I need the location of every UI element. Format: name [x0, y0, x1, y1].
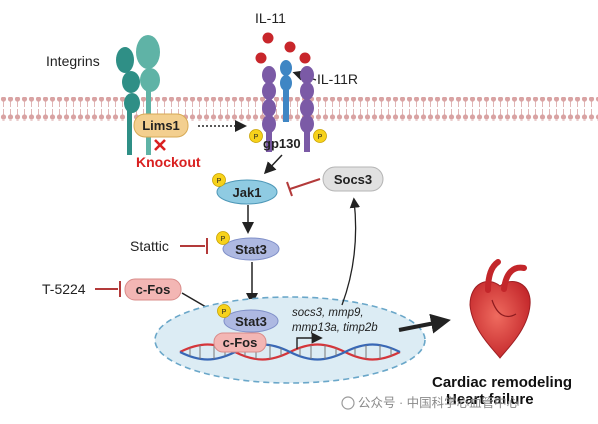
socs3-inhibition: [286, 178, 321, 197]
cfos-nuclear-node: [213, 332, 267, 353]
gp130-phospho-sites: P P: [249, 129, 327, 143]
jak1-label: Jak1: [233, 185, 262, 200]
stat3-nuclear-label: Stat3: [235, 314, 267, 329]
stat3-nuclear-node: [223, 309, 279, 333]
socs3-label: Socs3: [334, 172, 372, 187]
lims1-label: Lims1: [142, 118, 180, 133]
cfos-cytoplasm-label: c-Fos: [136, 282, 171, 297]
il11r-label: IL-11R: [317, 71, 358, 87]
svg-text:P: P: [221, 236, 226, 243]
gp130-receptor: [262, 66, 314, 152]
knockout-cross-icon: [154, 139, 166, 151]
socs3-node: [322, 166, 384, 192]
target-genes-line2: mmp13a, timp2b: [292, 322, 378, 334]
integrins-label: Integrins: [46, 53, 100, 69]
stat3-phospho: [216, 231, 230, 245]
stat3-nuclear-phospho: [217, 304, 231, 318]
transcription-start-arrow: [296, 332, 323, 349]
svg-text:P: P: [222, 309, 227, 316]
il11r-receptor: [280, 60, 292, 122]
nucleus: [154, 296, 426, 384]
watermark: 公众号 · 中国科学心血管中心: [358, 395, 520, 410]
cell-membrane: [0, 97, 598, 121]
heart-icon: [469, 259, 531, 359]
t5224-inhibition: [95, 281, 121, 297]
jak1-phospho: [212, 173, 226, 187]
svg-text:P: P: [318, 134, 323, 141]
t5224-label: T-5224: [42, 281, 86, 297]
knockout-label: Knockout: [136, 154, 201, 170]
target-genes-line1: socs3, mmp9,: [292, 307, 364, 319]
nucleus-to-heart-arrow: [398, 313, 451, 334]
lims1-node: [133, 113, 189, 138]
wechat-logo-icon: [341, 396, 355, 410]
stattic-inhibition: [180, 238, 208, 254]
cfos-nuclear-label: c-Fos: [223, 335, 258, 350]
cfos-cytoplasm-node: [124, 278, 182, 301]
socs3-feedback-arrow: [341, 197, 361, 306]
svg-text:P: P: [254, 134, 259, 141]
stat3-cytoplasm-label: Stat3: [235, 242, 267, 257]
gp130-to-jak1-arrow: [263, 154, 283, 175]
stat3-cytoplasm-node: [222, 237, 280, 261]
svg-text:P: P: [217, 178, 222, 185]
jak1-node: [216, 179, 278, 205]
il11-label: IL-11: [255, 10, 286, 26]
stattic-label: Stattic: [130, 238, 169, 254]
outcome-line2: Heart failure: [446, 391, 534, 408]
gp130-label: gp130: [263, 136, 301, 151]
outcome-line1: Cardiac remodeling: [432, 374, 572, 391]
il11-ligands: [255, 32, 311, 64]
